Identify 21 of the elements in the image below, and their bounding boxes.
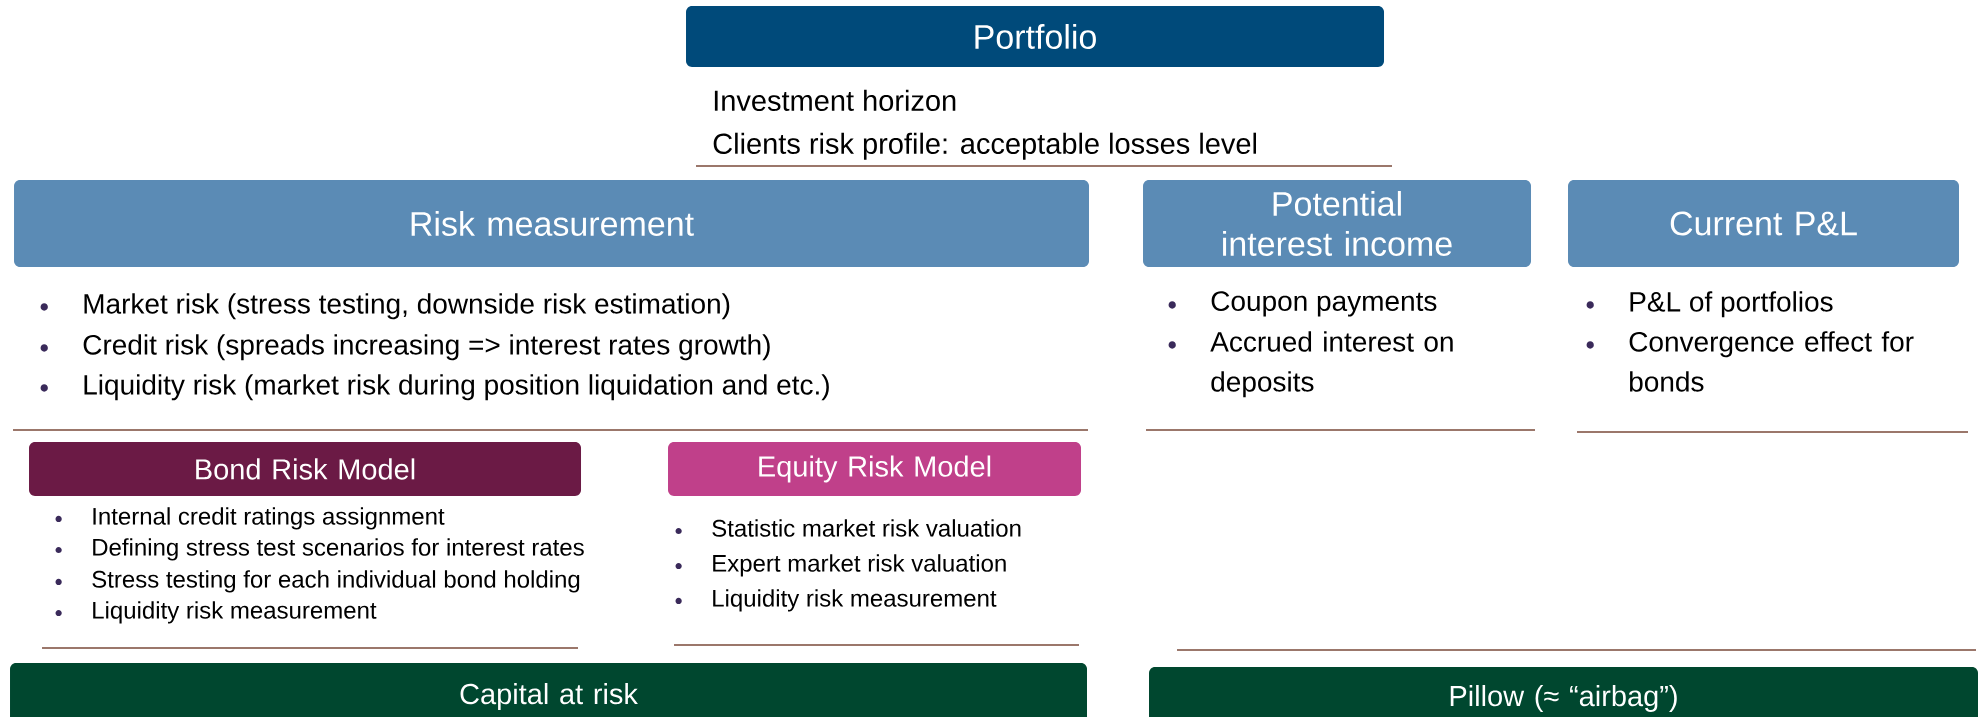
list-item: Investment horizon xyxy=(714,89,956,111)
model-header-box: Bond Risk Model xyxy=(29,442,581,496)
section-header-box: Current P&L xyxy=(1568,180,1959,267)
list-item: Liquidity risk (market risk during position liquidation and etc.) xyxy=(84,374,829,401)
footer-box: Pillow (≈ “airbag”) xyxy=(1149,667,1978,717)
section-header-box: Risk measurement xyxy=(14,180,1089,267)
list-item: Credit risk (spreads increasing => interest rates growth) xyxy=(83,334,770,361)
title-box: Portfolio xyxy=(686,6,1384,67)
list-item: Expert market risk valuation xyxy=(713,554,1006,577)
list-item: Accrued interest on deposits xyxy=(1210,331,1453,398)
list-item: Defining stress test scenarios for interest rates xyxy=(93,538,584,561)
list-item: Convergence effect for bonds xyxy=(1629,331,1914,392)
list-item: Clients risk profile: acceptable losses level xyxy=(713,132,1256,160)
list-item: Statistic market risk valuation xyxy=(712,519,1021,537)
section-header-box: Potential interest income xyxy=(1143,180,1531,267)
footer-box: Capital at risk xyxy=(10,663,1087,717)
list-item: Liquidity risk measurement xyxy=(713,589,997,612)
list-item: Stress testing for each individual bond holding xyxy=(92,570,580,593)
model-header-box: Equity Risk Model xyxy=(668,442,1081,496)
list-item: Market risk (stress testing, downside risk estimation) xyxy=(84,293,730,320)
list-item: Liquidity risk measurement xyxy=(93,601,377,624)
